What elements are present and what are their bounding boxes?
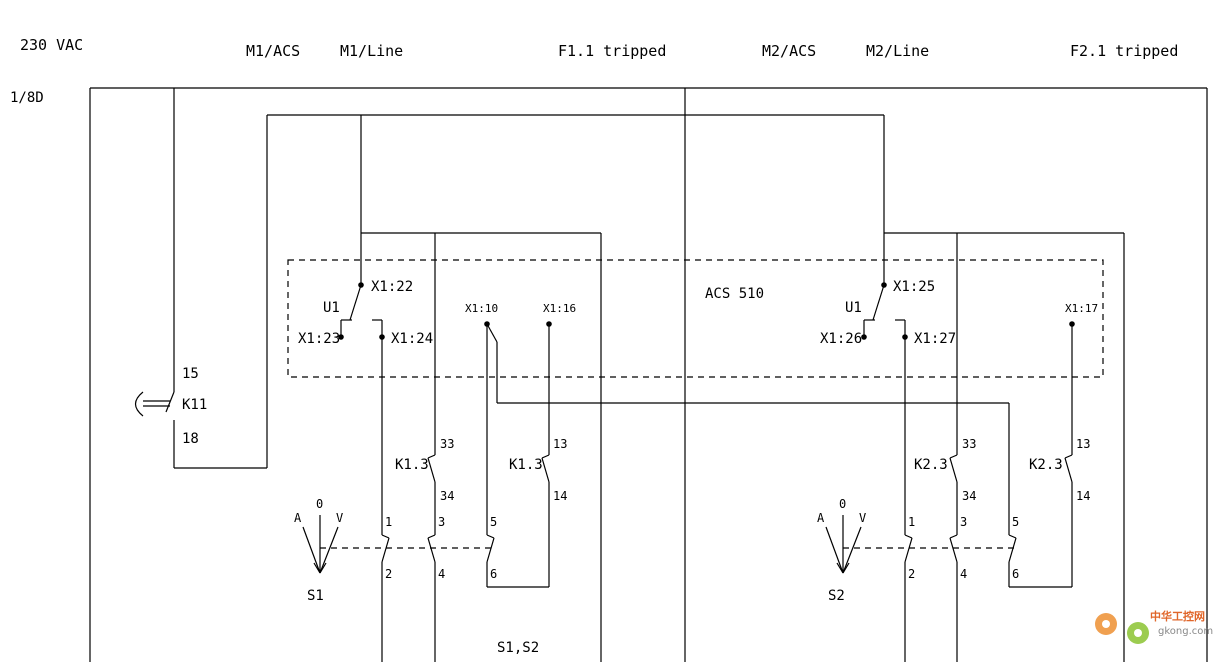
u1-right-relay [861, 282, 908, 535]
s2-pin-5: 5 [1012, 515, 1019, 529]
m2-line-label: M2/Line [866, 42, 929, 60]
u1-right-label: U1 [845, 300, 862, 316]
k23a-pin-34: 34 [962, 489, 976, 503]
s2-pin-3: 3 [960, 515, 967, 529]
s2-pos-a: A [817, 511, 825, 525]
k11-label: K11 [182, 397, 207, 413]
k13b-pin-13: 13 [553, 437, 567, 451]
s1-pin-6: 6 [490, 567, 497, 581]
x1-16-label: X1:16 [543, 302, 576, 315]
s2-pos-0: 0 [839, 497, 846, 511]
x1-22-label: X1:22 [371, 279, 413, 295]
x1-24-label: X1:24 [391, 331, 433, 347]
k23a-pin-33: 33 [962, 437, 976, 451]
k13a-label: K1.3 [395, 457, 429, 473]
k23b-label: K2.3 [1029, 457, 1063, 473]
x1-17-label: X1:17 [1065, 302, 1098, 315]
f11-tripped-label: F1.1 tripped [558, 42, 666, 60]
supply-voltage-label: 230 VAC [20, 36, 83, 54]
k11-contact [134, 388, 267, 469]
s1-pin-4: 4 [438, 567, 445, 581]
k13b-label: K1.3 [509, 457, 543, 473]
x1-10-label: X1:10 [465, 302, 498, 315]
x1-23-label: X1:23 [298, 331, 340, 347]
m2-acs-label: M2/ACS [762, 42, 816, 60]
s1-pos-v: V [336, 511, 343, 525]
m1-line-label: M1/Line [340, 42, 403, 60]
s1-label: S1 [307, 588, 324, 604]
s1-pin-5: 5 [490, 515, 497, 529]
sheet-reference: 1/8D [10, 90, 44, 106]
x1-25-label: X1:25 [893, 279, 935, 295]
s2-pin-4: 4 [960, 567, 967, 581]
acs510-drive-box [287, 259, 1104, 378]
s1-pin-1: 1 [385, 515, 392, 529]
x1-27-label: X1:27 [914, 331, 956, 347]
drive-name-label: ACS 510 [705, 286, 764, 302]
digital-input-right [1069, 321, 1075, 455]
f21-tripped-label: F2.1 tripped [1070, 42, 1178, 60]
digital-inputs-left [484, 321, 1010, 535]
supply-bus [89, 87, 1208, 662]
upper-loop-wires [266, 114, 1125, 662]
k23b-pin-13: 13 [1076, 437, 1090, 451]
m1-acs-label: M1/ACS [246, 42, 300, 60]
footer-switch-label: S1,S2 [497, 640, 539, 656]
s1-selector-switch [302, 515, 549, 662]
x1-26-label: X1:26 [820, 331, 862, 347]
s2-pin-2: 2 [908, 567, 915, 581]
k13a-pin-34: 34 [440, 489, 454, 503]
s2-pin-1: 1 [908, 515, 915, 529]
k11-pin-18: 18 [182, 431, 199, 447]
k13a-pin-33: 33 [440, 437, 454, 451]
k23a-label: K2.3 [914, 457, 948, 473]
k13-contacts [427, 454, 550, 587]
s2-pin-6: 6 [1012, 567, 1019, 581]
k13b-pin-14: 14 [553, 489, 567, 503]
u1-left-label: U1 [323, 300, 340, 316]
s1-pin-2: 2 [385, 567, 392, 581]
watermark-cn-text: 中华工控网 [1150, 609, 1205, 623]
s1-pos-a: A [294, 511, 302, 525]
k23-contacts [949, 454, 1073, 587]
s1-pos-0: 0 [316, 497, 323, 511]
watermark-url: gkong.com [1158, 626, 1213, 637]
watermark-logo [1095, 613, 1149, 644]
s2-selector-switch [825, 515, 1072, 662]
k23b-pin-14: 14 [1076, 489, 1090, 503]
k11-pin-15: 15 [182, 366, 199, 382]
s2-label: S2 [828, 588, 845, 604]
s2-pos-v: V [859, 511, 866, 525]
s1-pin-3: 3 [438, 515, 445, 529]
u1-left-relay [338, 282, 385, 535]
